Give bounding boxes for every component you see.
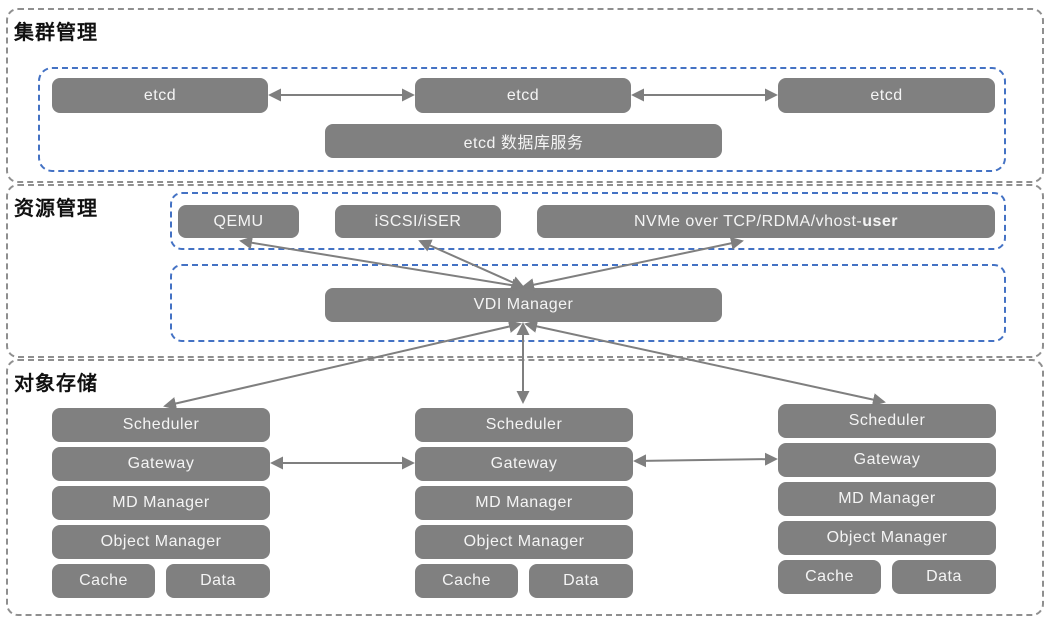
node-gateway-1: Gateway <box>52 447 270 481</box>
etcd-cluster-group <box>38 67 1006 172</box>
node-cache-2: Cache <box>415 564 518 598</box>
node-object-manager-3: Object Manager <box>778 521 996 555</box>
node-scheduler-1: Scheduler <box>52 408 270 442</box>
node-iscsi-iser: iSCSI/iSER <box>335 205 501 238</box>
node-nvme: NVMe over TCP/RDMA/vhost-user <box>537 205 995 238</box>
node-etcd-db-service: etcd 数据库服务 <box>325 124 722 158</box>
node-gateway-2: Gateway <box>415 447 633 481</box>
node-data-3: Data <box>892 560 996 594</box>
nvme-label-bold: user <box>862 212 899 230</box>
node-etcd-2: etcd <box>415 78 631 113</box>
section-resource-label: 资源管理 <box>14 198 98 220</box>
node-data-2: Data <box>529 564 633 598</box>
section-cluster-label: 集群管理 <box>14 22 98 44</box>
node-data-1: Data <box>166 564 270 598</box>
node-md-manager-2: MD Manager <box>415 486 633 520</box>
node-gateway-3: Gateway <box>778 443 996 477</box>
node-etcd-1: etcd <box>52 78 268 113</box>
node-etcd-3: etcd <box>778 78 995 113</box>
node-cache-1: Cache <box>52 564 155 598</box>
node-vdi-manager: VDI Manager <box>325 288 722 322</box>
node-scheduler-2: Scheduler <box>415 408 633 442</box>
node-cache-3: Cache <box>778 560 881 594</box>
node-scheduler-3: Scheduler <box>778 404 996 438</box>
node-md-manager-3: MD Manager <box>778 482 996 516</box>
nvme-label-regular: NVMe over TCP/RDMA/vhost- <box>633 212 863 230</box>
section-storage-label: 对象存储 <box>14 373 98 395</box>
node-md-manager-1: MD Manager <box>52 486 270 520</box>
node-object-manager-2: Object Manager <box>415 525 633 559</box>
node-qemu: QEMU <box>178 205 299 238</box>
section-cluster-management <box>6 8 1044 183</box>
node-object-manager-1: Object Manager <box>52 525 270 559</box>
